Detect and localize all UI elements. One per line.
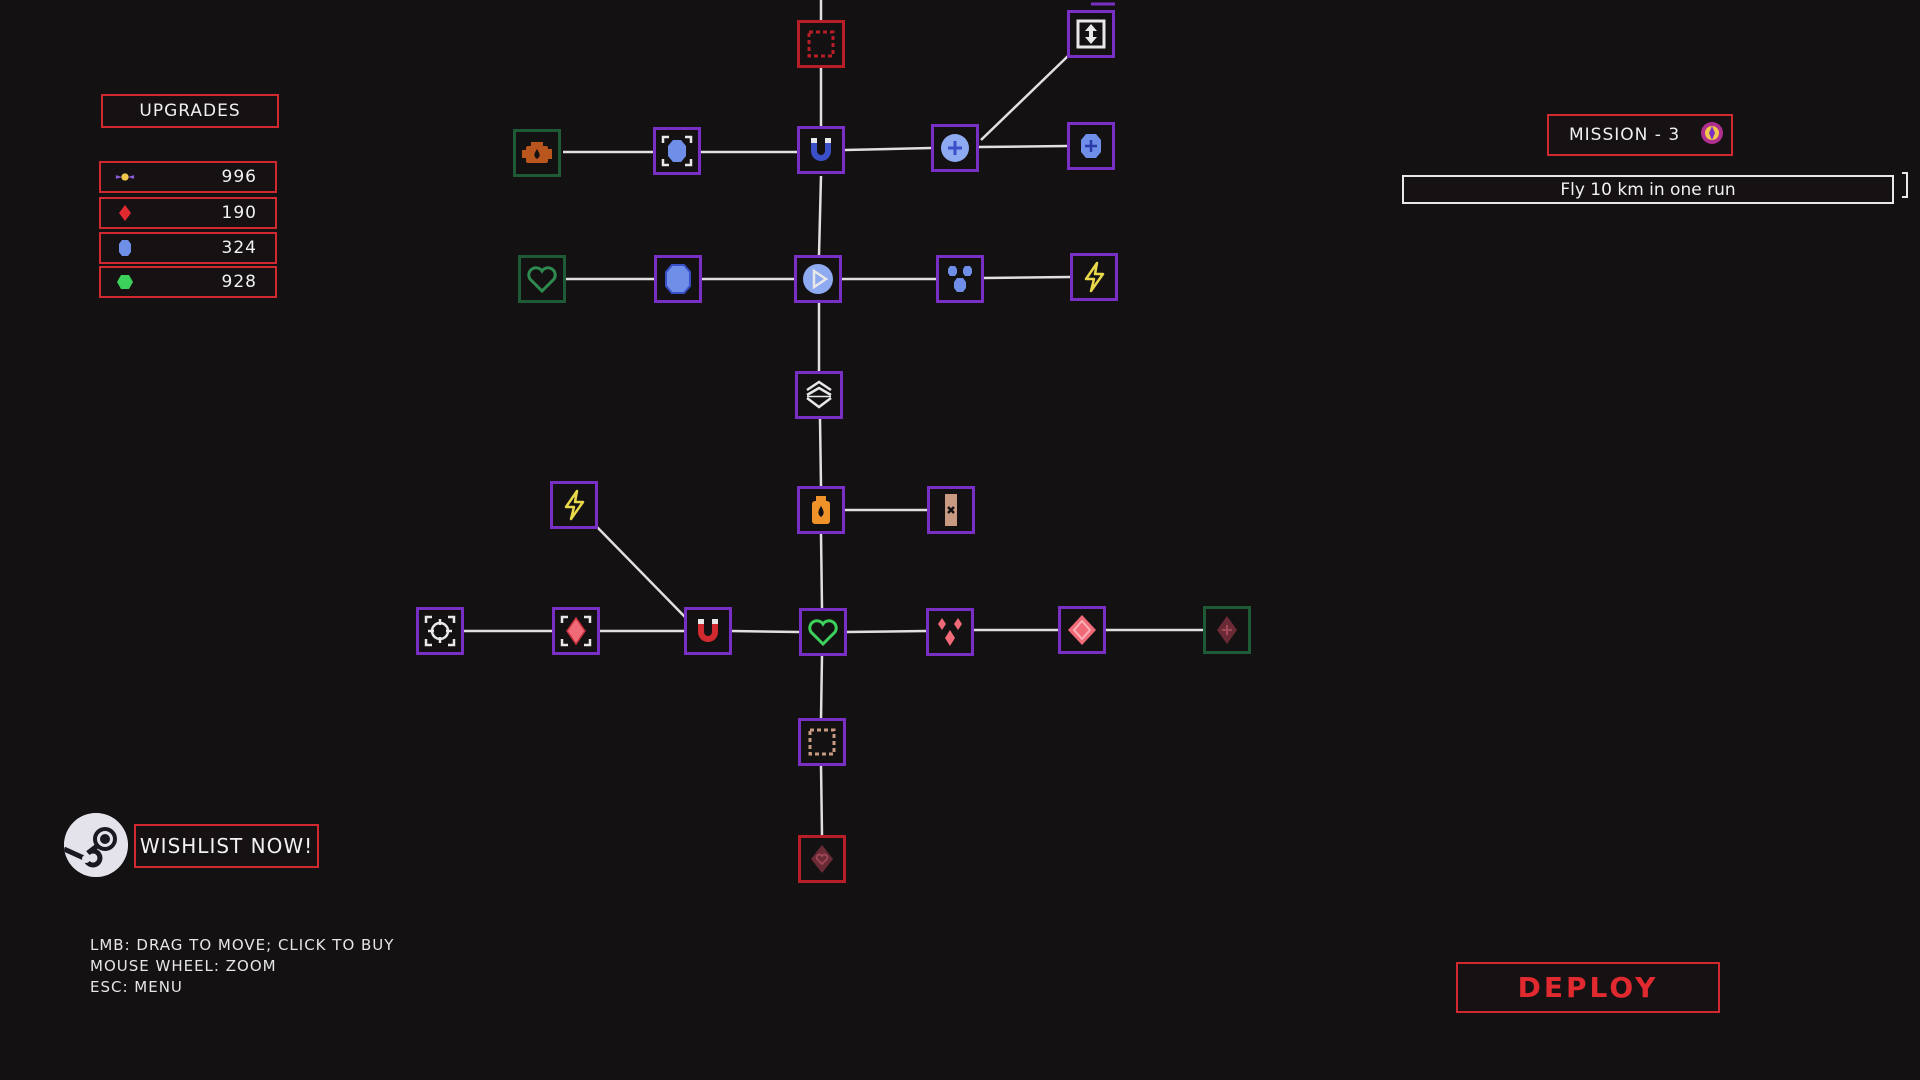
upgrade-node-bottom-locked[interactable] (798, 718, 846, 766)
gem-multi-icon (948, 266, 972, 292)
upgrade-node-magnet-red[interactable] (684, 607, 732, 655)
heart-icon (808, 619, 838, 647)
lightning-icon (564, 489, 585, 521)
magnet-icon (811, 138, 831, 161)
resource-value-blue: 324 (221, 238, 257, 258)
upgrades-title-label: UPGRADES (139, 101, 241, 121)
blue-gem-target-icon (661, 135, 693, 167)
upgrade-node-top-locked[interactable] (797, 20, 845, 68)
heart-icon (527, 266, 557, 294)
upgrade-node-fuel[interactable] (797, 486, 845, 534)
crosshair-icon (424, 615, 456, 647)
lightning-icon (1084, 261, 1105, 293)
deploy-button[interactable]: DEPLOY (1456, 962, 1720, 1013)
heart-diamond-icon (811, 845, 833, 873)
green-gem-icon (115, 272, 135, 292)
upgrade-node-engine[interactable] (513, 129, 561, 177)
controls-help: LMB: DRAG TO MOVE; CLICK TO BUY MOUSE WH… (90, 935, 394, 998)
upgrade-node-red-diamond-multi[interactable] (926, 608, 974, 656)
mission-objective-text: Fly 10 km in one run (1560, 179, 1736, 200)
magnet-icon (698, 619, 718, 642)
upgrade-node-magnet-blue[interactable] (797, 126, 845, 174)
vertical-resize-icon (1076, 19, 1106, 49)
upgrades-title: UPGRADES (101, 94, 279, 128)
upgrade-node-red-diamond-target[interactable] (552, 607, 600, 655)
red-diamond-icon (115, 203, 135, 223)
resource-row-red: 190 (99, 197, 277, 229)
controls-help-line: LMB: DRAG TO MOVE; CLICK TO BUY (90, 936, 395, 954)
mission-objective: Fly 10 km in one run (1402, 175, 1894, 204)
deploy-label: DEPLOY (1517, 971, 1659, 1004)
upgrade-node-red-diamond-plus[interactable] (1203, 606, 1251, 654)
diamond-plus-icon (1217, 616, 1237, 644)
resource-value-green: 928 (221, 272, 257, 292)
upgrade-node-lightning-left[interactable] (550, 481, 598, 529)
plus-circle-icon (941, 134, 969, 162)
upgrade-node-blue-gem-multi[interactable] (936, 255, 984, 303)
upgrade-node-chevron-core[interactable] (795, 371, 843, 419)
upgrade-node-heart-core[interactable] (799, 608, 847, 656)
upgrade-node-lightning-top[interactable] (1070, 253, 1118, 301)
controls-help-line: ESC: MENU (90, 978, 183, 996)
upgrade-node-heart-outline[interactable] (518, 255, 566, 303)
red-diamond-target-icon (560, 615, 592, 647)
pink-diamond-icon (1068, 615, 1096, 645)
upgrade-node-vertical-resize[interactable] (1067, 10, 1115, 58)
engine-icon (522, 142, 552, 163)
chevron-updown-icon (806, 380, 832, 409)
steam-logo-icon[interactable] (64, 813, 128, 877)
upgrade-node-crosshair[interactable] (416, 607, 464, 655)
resource-value-coins: 996 (221, 167, 257, 187)
upgrade-node-blue-gem-target[interactable] (653, 127, 701, 175)
mission-label: MISSION - 3 (1569, 125, 1681, 145)
resource-row-coins: 996 (99, 161, 277, 193)
wishlist-label: WISHLIST NOW! (139, 834, 314, 858)
resource-value-red: 190 (221, 203, 257, 223)
objective-scroll-bracket (1902, 172, 1908, 198)
upgrade-node-blue-gem-plus[interactable] (1067, 122, 1115, 170)
upgrade-node-blue-plus-circle[interactable] (931, 124, 979, 172)
upgrade-node-blue-gem-large[interactable] (654, 255, 702, 303)
blue-gem-icon (115, 238, 135, 258)
bandage-icon (945, 494, 957, 526)
controls-help-line: MOUSE WHEEL: ZOOM (90, 957, 277, 975)
blue-gem-icon (665, 264, 691, 294)
resource-row-green: 928 (99, 266, 277, 298)
locked-slot-icon (808, 728, 836, 756)
upgrade-node-pink-diamond[interactable] (1058, 606, 1106, 654)
mission-badge: MISSION - 3 (1547, 114, 1733, 156)
locked-slot-icon (807, 30, 835, 58)
play-icon (803, 264, 833, 294)
mission-badge-icon (1699, 120, 1725, 151)
fuel-icon (812, 496, 830, 524)
resource-row-blue: 324 (99, 232, 277, 264)
gem-plus-icon (1081, 134, 1101, 158)
upgrade-node-bandage[interactable] (927, 486, 975, 534)
wishlist-button[interactable]: WISHLIST NOW! (134, 824, 319, 868)
upgrade-node-play-boost[interactable] (794, 255, 842, 303)
upgrade-node-heart-diamond[interactable] (798, 835, 846, 883)
diamond-multi-icon (938, 618, 962, 646)
fly-coin-icon (115, 167, 135, 187)
